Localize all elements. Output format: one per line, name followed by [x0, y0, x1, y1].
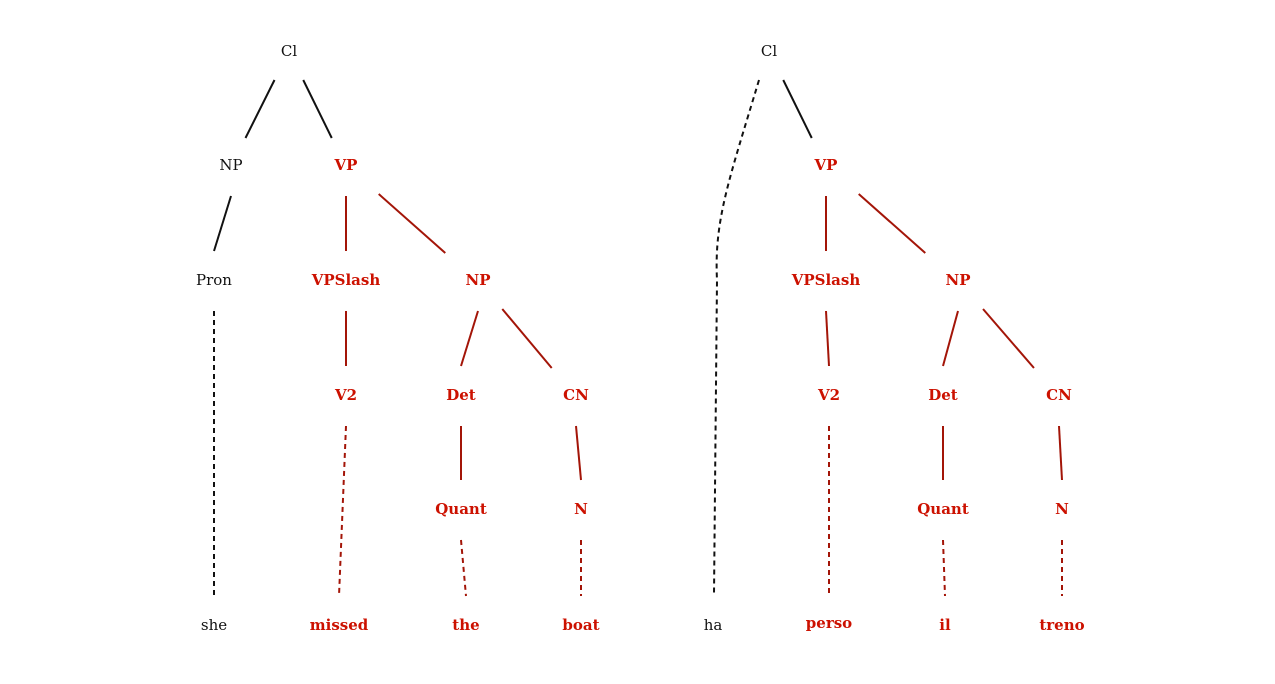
word-treno: treno — [1039, 616, 1084, 634]
edge-np-pron — [213, 195, 232, 252]
node-cl: Cl — [761, 42, 777, 60]
node-v2: V2 — [817, 386, 840, 404]
node-cl: Cl — [281, 42, 297, 60]
node-det: Det — [446, 386, 476, 404]
node-np2: NP — [946, 271, 971, 289]
word-the: the — [452, 616, 479, 634]
edge-vps-v2 — [825, 310, 830, 367]
node-cn: CN — [563, 386, 589, 404]
word-perso: perso — [806, 614, 852, 632]
node-quant: Quant — [435, 500, 487, 518]
word-il: il — [939, 616, 951, 634]
edge-quant-w_the — [460, 539, 467, 597]
node-vps: VPSlash — [311, 271, 381, 289]
word-ha: ha — [704, 616, 723, 634]
word-missed: missed — [310, 616, 369, 634]
edge-np2-cn — [982, 308, 1035, 369]
node-np: NP — [219, 156, 242, 174]
edge-cn-n — [575, 425, 582, 481]
edge-cl-np — [244, 79, 276, 139]
node-vp: VP — [814, 156, 838, 174]
node-n: N — [1055, 500, 1069, 518]
word-boat: boat — [562, 616, 599, 634]
edge-v2-w_missed — [338, 425, 347, 597]
edge-cl-vp — [302, 79, 333, 139]
edge-quant-w_il — [942, 539, 946, 597]
edge-vp-np2 — [858, 193, 926, 254]
node-quant: Quant — [917, 500, 969, 518]
edge-vp-np2 — [378, 193, 446, 254]
node-n: N — [574, 500, 588, 518]
edge-cl-vp — [782, 79, 813, 139]
edge-cn-n — [1058, 425, 1063, 481]
node-np2: NP — [466, 271, 491, 289]
node-cn: CN — [1046, 386, 1072, 404]
edge-np2-det — [460, 310, 479, 367]
edge-np2-cn — [501, 308, 553, 369]
node-v2: V2 — [334, 386, 357, 404]
node-pron: Pron — [196, 271, 232, 289]
node-vps: VPSlash — [791, 271, 861, 289]
word-she: she — [201, 616, 227, 634]
node-vp: VP — [334, 156, 358, 174]
edge-np2-det — [942, 310, 959, 367]
node-det: Det — [928, 386, 958, 404]
edge-cl-w_ha — [713, 79, 760, 595]
